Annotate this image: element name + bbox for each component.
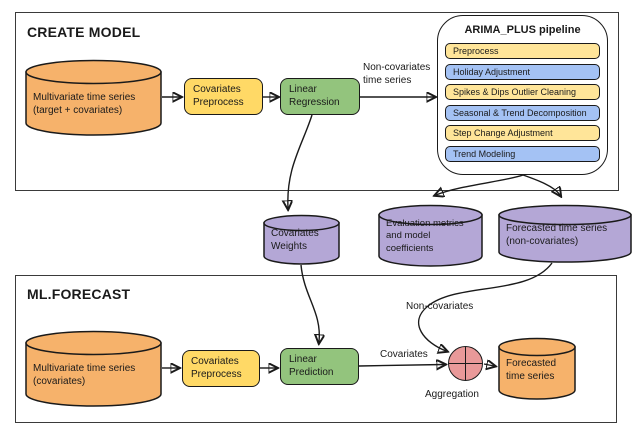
aggregation-operator (448, 346, 483, 381)
forecasted-time-series-cylinder: Forecasted time series (498, 337, 576, 400)
multivariate-covariates-cylinder: Multivariate time series (covariates) (25, 330, 162, 407)
forecasted-time-series-label: Forecasted time series (506, 358, 557, 382)
cylinder-graphic (263, 214, 340, 265)
cylinder-graphic (378, 204, 483, 267)
cylinder-graphic (25, 59, 162, 136)
covariates-preprocess-box-forecast: Covariates Preprocess (182, 350, 260, 387)
noncovariates-flow-label: Non-covariates (406, 301, 474, 312)
pipeline-steps: Preprocess Holiday Adjustment Spikes & D… (445, 43, 600, 162)
pipeline-step-step-change-adjustment: Step Change Adjustment (445, 125, 600, 141)
multivariate-target-label: Multivariate time series (target + covar… (33, 92, 136, 116)
pipeline-step-spikes-dips-outlier-cleaning: Spikes & Dips Outlier Cleaning (445, 84, 600, 100)
create-model-title: CREATE MODEL (27, 24, 141, 40)
cylinder-graphic (25, 330, 162, 407)
cylinder-graphic (498, 204, 632, 263)
cylinder-graphic (498, 337, 576, 400)
ml-forecast-title: ML.FORECAST (27, 286, 131, 302)
forecast-noncovariates-cylinder: Forecasted time series (non-covariates) (498, 204, 632, 263)
pipeline-step-preprocess: Preprocess (445, 43, 600, 59)
evaluation-metrics-label: Evaluation metrics and model coefficient… (386, 218, 464, 254)
pipeline-step-seasonal-trend-decomposition: Seasonal & Trend Decomposition (445, 104, 600, 121)
plus-icon (449, 362, 482, 365)
arima-plus-pipeline-panel: ARIMA_PLUS pipeline Preprocess Holiday A… (437, 15, 608, 175)
linear-prediction-box: Linear Prediction (280, 348, 359, 385)
noncovariates-time-series-label: Non-covariates time series (363, 62, 431, 86)
covariates-preprocess-box-create: Covariates Preprocess (184, 78, 263, 115)
multivariate-target-cylinder: Multivariate time series (target + covar… (25, 59, 162, 136)
covariates-flow-label: Covariates (380, 349, 428, 360)
pipeline-step-holiday-adjustment: Holiday Adjustment (445, 63, 600, 80)
evaluation-metrics-cylinder: Evaluation metrics and model coefficient… (378, 204, 483, 267)
aggregation-label: Aggregation (425, 389, 479, 400)
forecast-noncovariates-label: Forecasted time series (non-covariates) (506, 223, 608, 247)
pipeline-step-trend-modeling: Trend Modeling (445, 145, 600, 162)
linear-regression-box: Linear Regression (280, 78, 360, 115)
arima-plus-pipeline-title: ARIMA_PLUS pipeline (464, 24, 581, 36)
create-model-section (15, 12, 619, 191)
covariates-weights-label: Covariates Weights (271, 228, 319, 252)
multivariate-covariates-label: Multivariate time series (covariates) (33, 363, 136, 387)
covariates-weights-cylinder: Covariates Weights (263, 214, 340, 265)
